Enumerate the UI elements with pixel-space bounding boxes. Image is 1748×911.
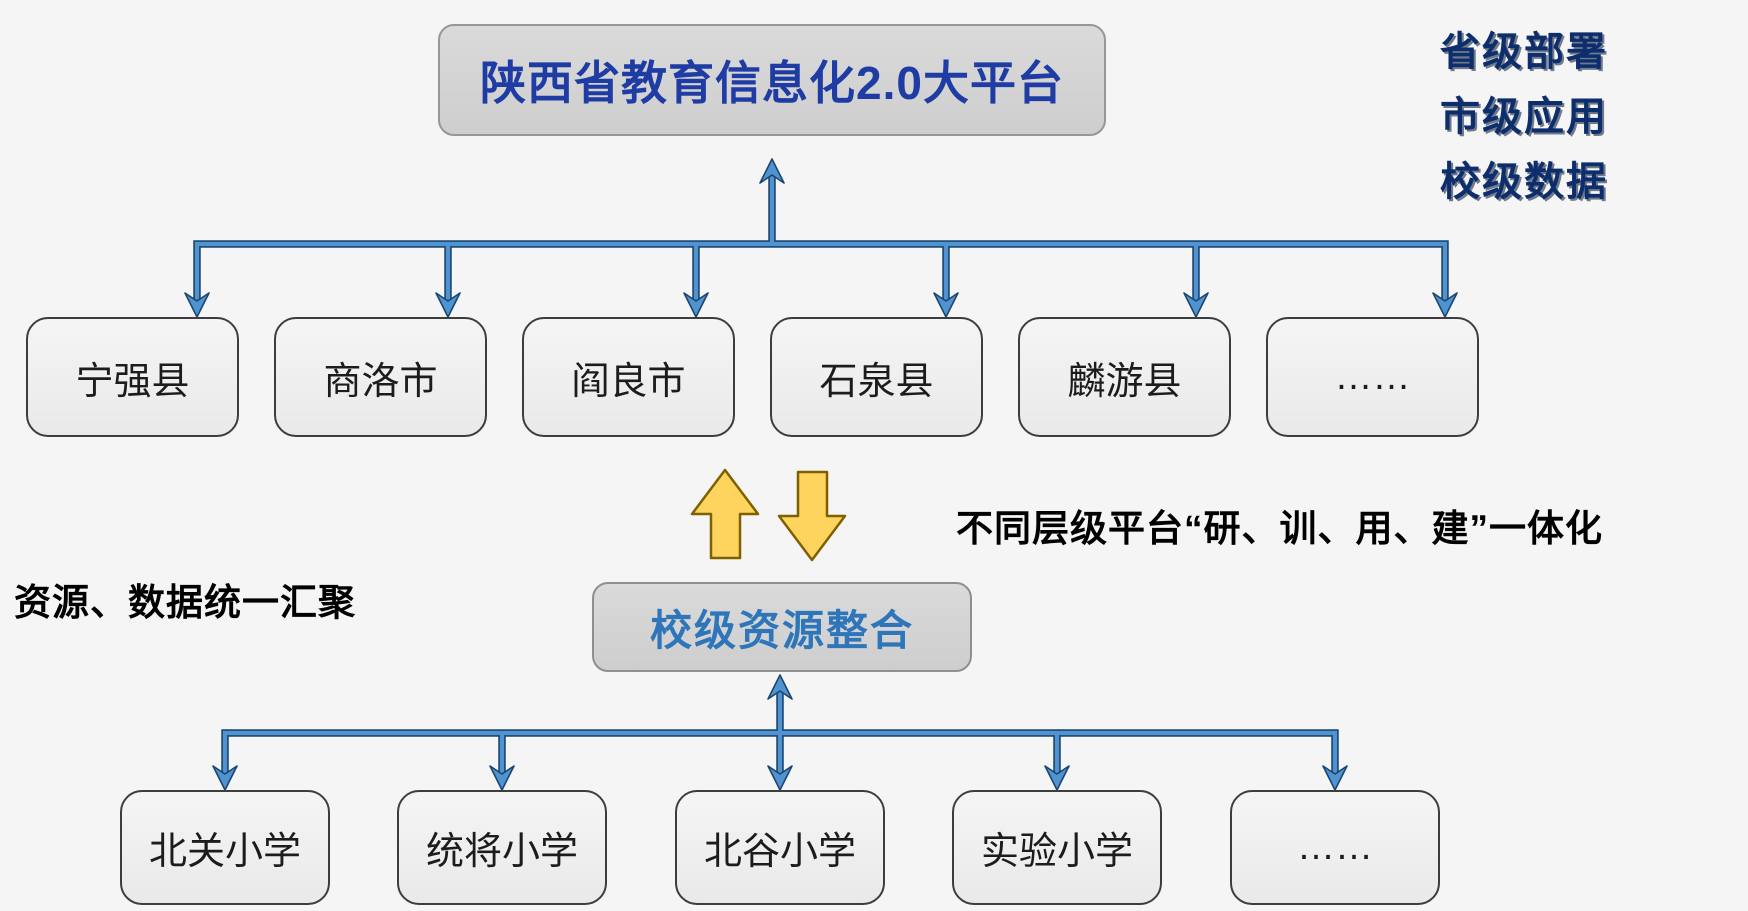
up-block-arrow-icon [690, 468, 760, 560]
down-block-arrow-icon [777, 470, 847, 562]
annotation-integration: 不同层级平台“研、训、用、建”一体化 [956, 508, 1603, 549]
deployment-labels: 省级部署 市级应用 校级数据 [1440, 20, 1670, 215]
region-box: 石泉县 [770, 317, 983, 437]
school-box: 实验小学 [952, 790, 1162, 905]
side-label-school: 校级数据 [1440, 160, 1608, 204]
tree-connectors [184, 158, 1458, 791]
side-label-city: 市级应用 [1440, 95, 1608, 139]
region-box: 商洛市 [274, 317, 487, 437]
region-box: 阎良市 [522, 317, 735, 437]
school-box: …… [1230, 790, 1440, 905]
annotation-aggregation: 资源、数据统一汇聚 [14, 582, 356, 623]
school-box: 北关小学 [120, 790, 330, 905]
center-box: 校级资源整合 [592, 582, 972, 672]
region-box: 麟游县 [1018, 317, 1231, 437]
school-box: 统将小学 [397, 790, 607, 905]
region-box: 宁强县 [26, 317, 239, 437]
region-box: …… [1266, 317, 1479, 437]
platform-box: 陕西省教育信息化2.0大平台 [438, 24, 1106, 136]
school-box: 北谷小学 [675, 790, 885, 905]
side-label-province: 省级部署 [1440, 30, 1608, 74]
